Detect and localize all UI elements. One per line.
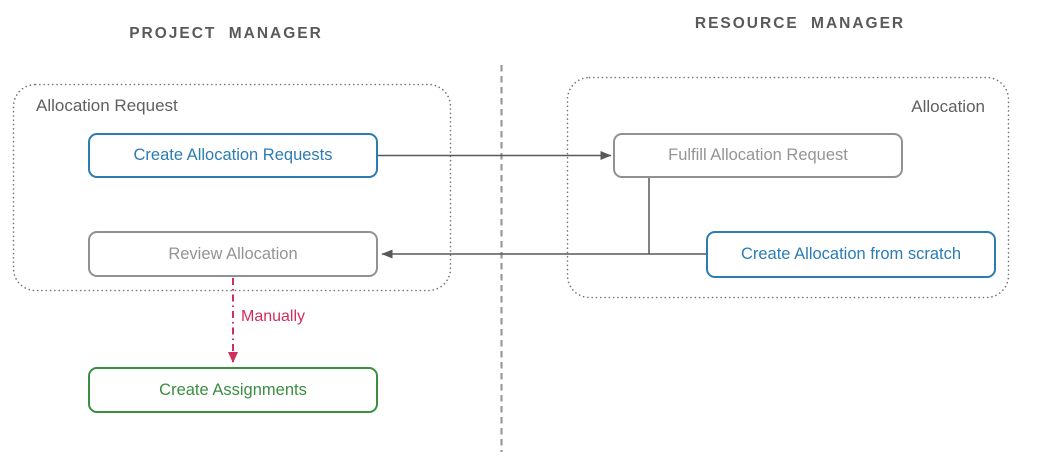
node-review-allocation: Review Allocation (88, 231, 378, 277)
group-allocation-border (566, 76, 1010, 299)
lane-title-project-manager: PROJECT MANAGER (129, 25, 323, 42)
node-create-allocation-requests: Create Allocation Requests (88, 133, 378, 178)
node-create-assignments: Create Assignments (88, 367, 378, 413)
node-fulfill-allocation-request: Fulfill Allocation Request (613, 133, 903, 178)
edge-label-manually: Manually (241, 308, 306, 325)
lane-title-resource-manager: RESOURCE MANAGER (694, 15, 906, 32)
node-create-allocation-from-scratch: Create Allocation from scratch (706, 231, 996, 278)
group-allocation-label: Allocation (911, 97, 985, 116)
group-allocation-request-label: Allocation Request (36, 96, 178, 115)
